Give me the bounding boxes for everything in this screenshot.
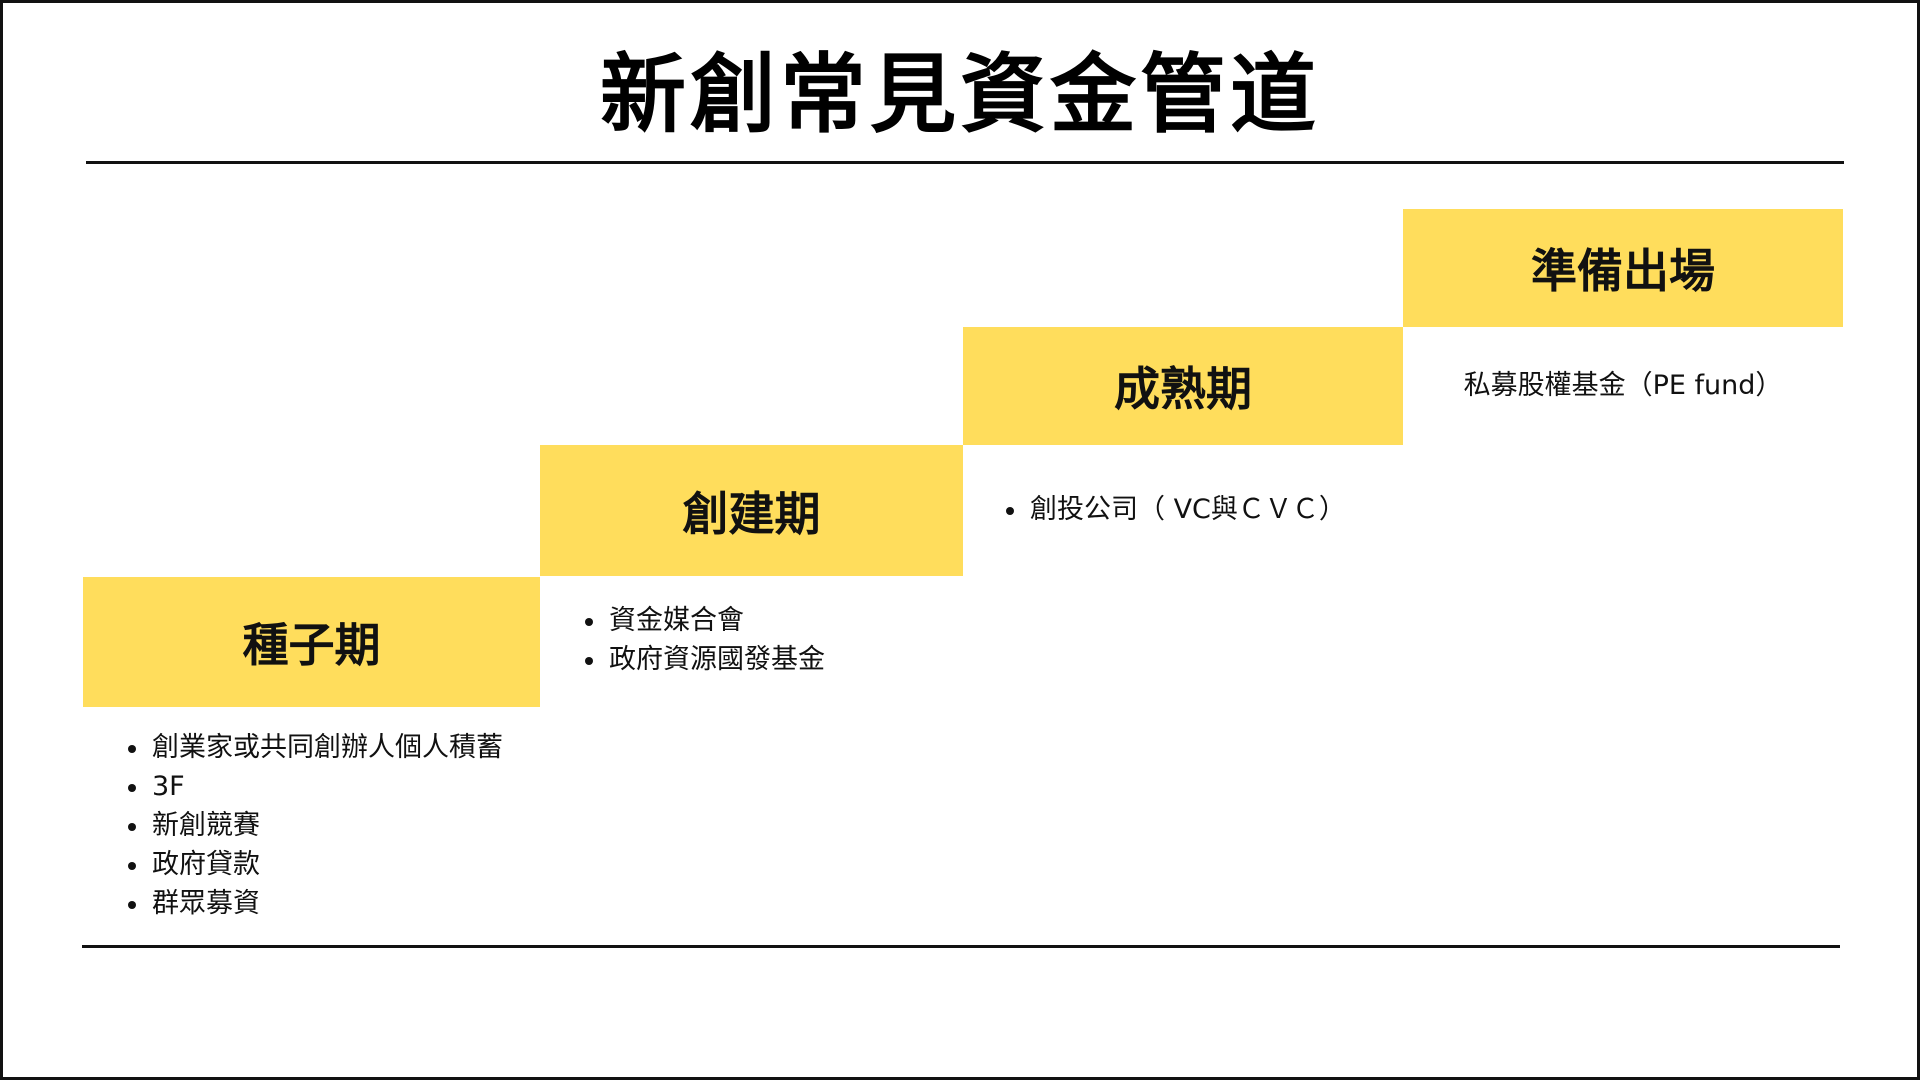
stage-exit-label: 準備出場 [1531,244,1715,298]
list-item: 政府資源國發基金 [583,640,825,679]
stage-exit-text: 私募股權基金（PE fund） [1463,370,1783,401]
stage-exit-box: 準備出場 [1403,209,1843,327]
list-item: 政府貸款 [126,845,503,884]
stage-startup-box: 創建期 [540,445,963,576]
list-item: 資金媒合會 [583,601,825,640]
stage-seed-label: 種子期 [242,618,381,672]
stage-mature-box: 成熟期 [963,327,1403,445]
list-item: 3F [126,767,503,806]
stage-seed-list: 創業家或共同創辦人個人積蓄 3F 新創競賽 政府貸款 群眾募資 [126,728,503,923]
stage-startup-label: 創建期 [682,486,821,541]
slide-title: 新創常見資金管道 [600,45,1320,145]
list-item: 群眾募資 [126,884,503,923]
stage-mature-label: 成熟期 [1114,362,1252,416]
bottom-divider [82,945,1840,948]
stage-startup-list: 資金媒合會 政府資源國發基金 [583,601,825,679]
stage-seed-box: 種子期 [83,577,540,707]
top-divider [86,161,1844,164]
list-item: 創投公司（ VC與ＣＶＣ） [1004,490,1346,529]
list-item: 新創競賽 [126,806,503,845]
list-item: 創業家或共同創辦人個人積蓄 [126,728,503,767]
stage-mature-list: 創投公司（ VC與ＣＶＣ） [1004,490,1346,529]
